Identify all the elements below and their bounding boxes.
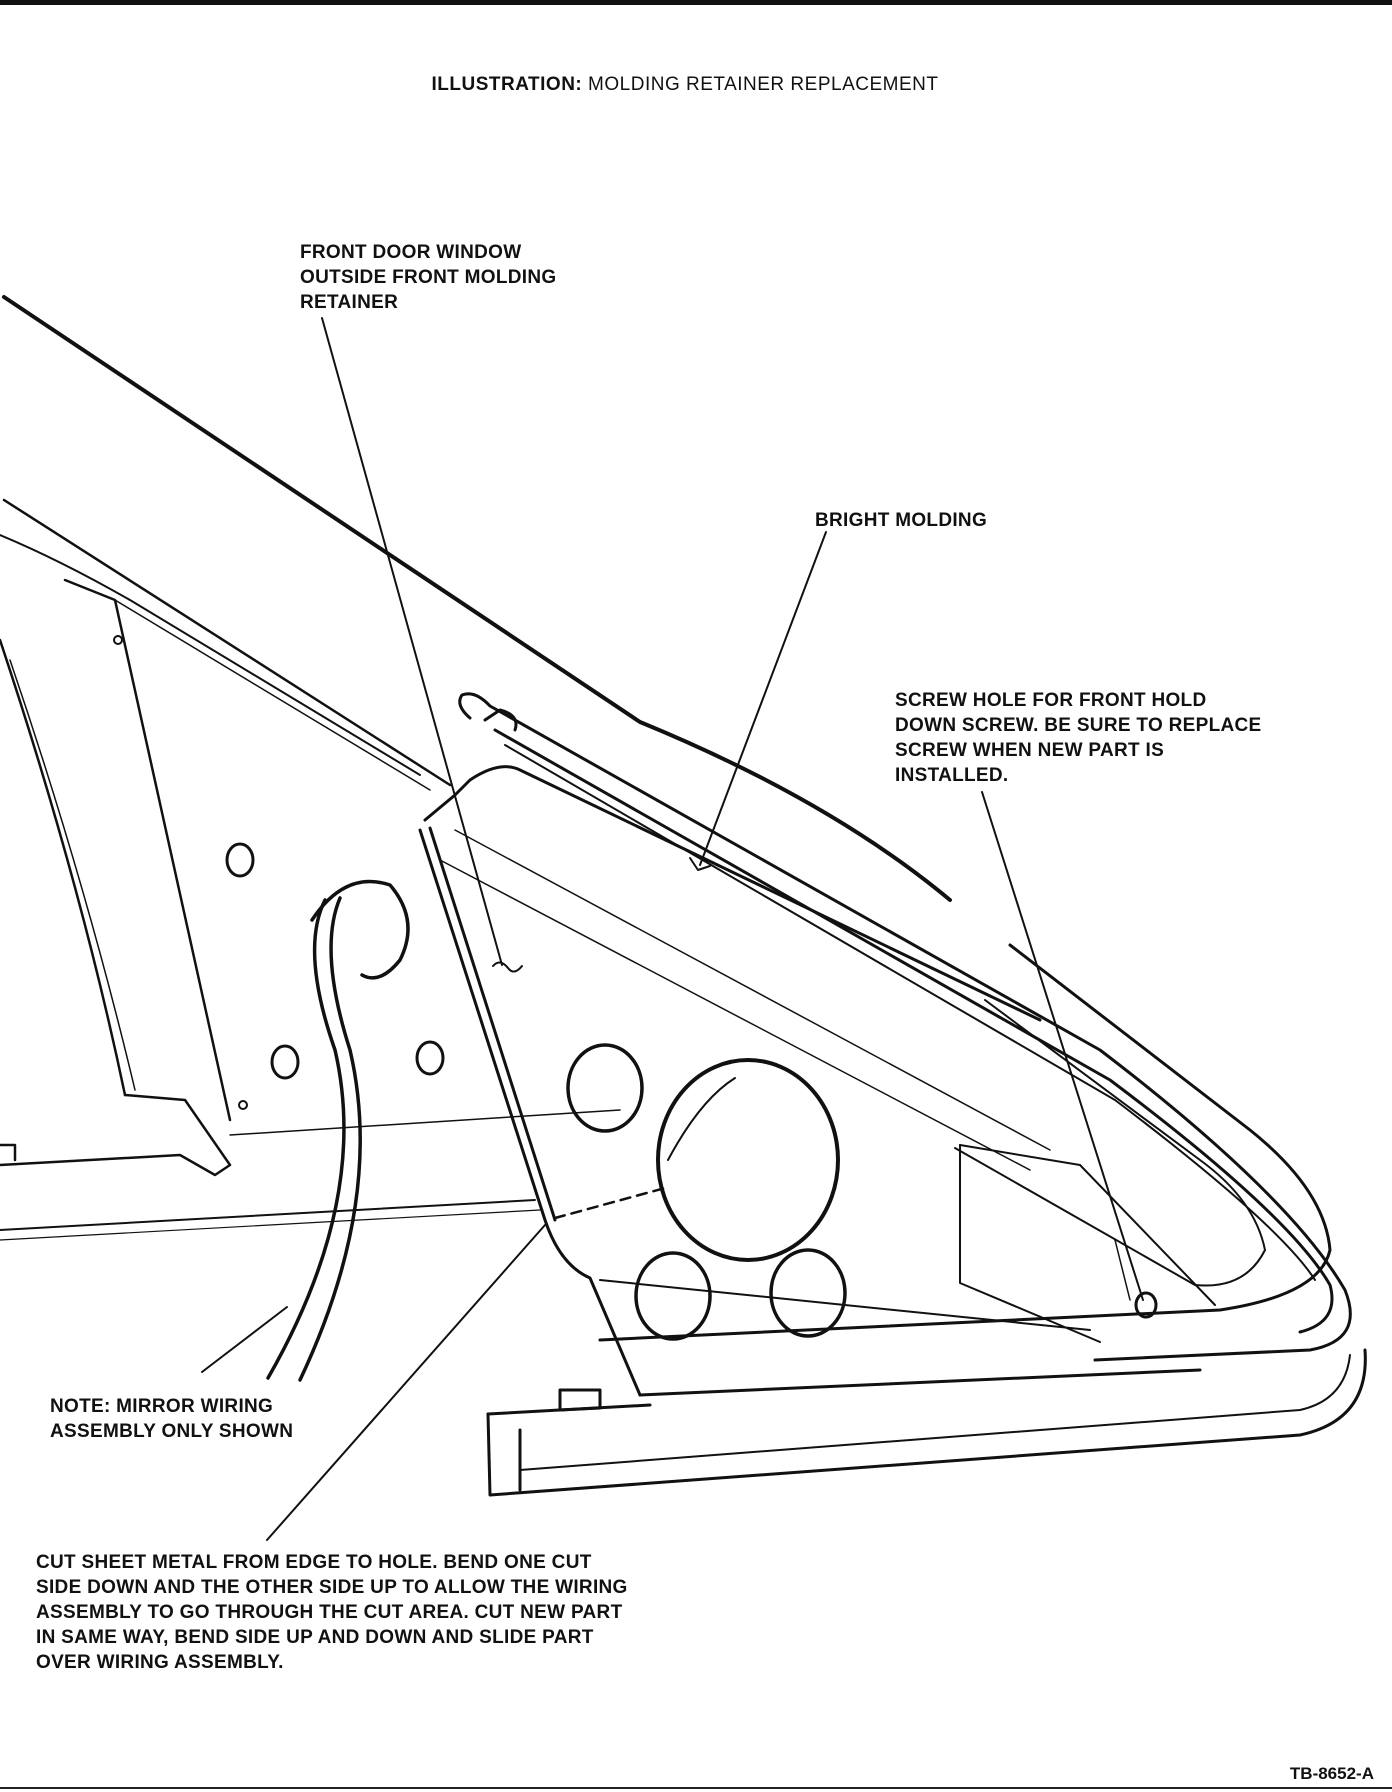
callout-line: ASSEMBLY TO GO THROUGH THE CUT AREA. CUT… (36, 1602, 623, 1623)
title-text: MOLDING RETAINER REPLACEMENT (588, 74, 939, 95)
leader-retainer-squiggle (492, 961, 523, 973)
callout-line: OUTSIDE FRONT MOLDING (300, 267, 557, 288)
panel-hole (415, 1040, 445, 1076)
wiring-hole-inner (667, 1077, 736, 1161)
callout-line: SCREW WHEN NEW PART IS (895, 740, 1165, 761)
callout-line: INSTALLED. (895, 765, 1009, 786)
callout-line: DOWN SCREW. BE SURE TO REPLACE (895, 715, 1262, 736)
panel-hole (270, 1044, 300, 1080)
leader-bright-molding-tip (689, 857, 711, 871)
door-panel-edge (0, 534, 421, 776)
mirror-wiring-assembly (266, 879, 410, 1382)
illustration-title: ILLUSTRATION: MOLDING RETAINER REPLACEME… (0, 74, 1370, 96)
callout-mirror-note: NOTE: MIRROR WIRING ASSEMBLY ONLY SHOWN (50, 1394, 293, 1444)
window-corner-recess (959, 1144, 1216, 1306)
door-inner-panel (0, 578, 621, 1241)
leader-cut-instructions (266, 1224, 546, 1541)
screw-hole (1134, 1291, 1158, 1319)
bracket-hole (769, 1248, 847, 1338)
callout-line: NOTE: MIRROR WIRING (50, 1396, 274, 1417)
callout-bright-molding: BRIGHT MOLDING (815, 508, 987, 533)
window-corner-recess-line (1114, 1239, 1131, 1301)
figure-id: TB-8652-A (1289, 1764, 1374, 1783)
callout-line: CUT SHEET METAL FROM EDGE TO HOLE. BEND … (36, 1552, 592, 1573)
callout-line: SIDE DOWN AND THE OTHER SIDE UP TO ALLOW… (36, 1577, 628, 1598)
callout-line: IN SAME WAY, BEND SIDE UP AND DOWN AND S… (36, 1627, 594, 1648)
bright-molding (458, 692, 1352, 1362)
callout-line: RETAINER (300, 292, 399, 313)
leader-bright-molding (699, 531, 827, 866)
leader-retainer (321, 317, 503, 966)
leader-mirror-note (201, 1306, 288, 1373)
leader-screw-hole (981, 791, 1144, 1301)
door-frame-inner-line (2, 498, 452, 787)
callout-retainer: FRONT DOOR WINDOW OUTSIDE FRONT MOLDING … (300, 240, 556, 315)
bottom-rule (0, 1787, 1392, 1789)
bracket-hole (634, 1251, 712, 1341)
callout-cut-instructions: CUT SHEET METAL FROM EDGE TO HOLE. BEND … (36, 1550, 628, 1675)
molding-retainer-bracket (418, 765, 1332, 1397)
callout-line: SCREW HOLE FOR FRONT HOLD (895, 690, 1207, 711)
callout-screw-hole: SCREW HOLE FOR FRONT HOLD DOWN SCREW. BE… (895, 688, 1262, 788)
callout-line: OVER WIRING ASSEMBLY. (36, 1652, 284, 1673)
panel-hole (225, 842, 255, 878)
callout-line: BRIGHT MOLDING (815, 510, 988, 531)
door-frame-upper-line (2, 295, 952, 902)
title-prefix: ILLUSTRATION: (431, 74, 583, 95)
top-rule (0, 0, 1392, 5)
callout-line: ASSEMBLY ONLY SHOWN (50, 1421, 294, 1442)
callout-line: FRONT DOOR WINDOW (300, 242, 522, 263)
sill-channel (486, 1348, 1367, 1497)
panel-hole (113, 635, 123, 645)
cut-line (553, 1186, 667, 1220)
panel-hole (238, 1100, 248, 1110)
bracket-hole (566, 1043, 644, 1133)
wiring-pass-hole (656, 1058, 840, 1262)
